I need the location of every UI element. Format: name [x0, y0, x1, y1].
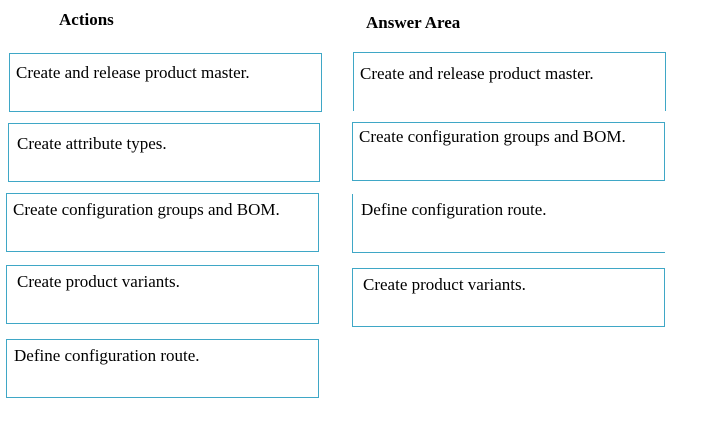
- answer-slot-1[interactable]: Create and release product master.: [353, 52, 666, 111]
- answer-slot-3[interactable]: Define configuration route.: [352, 194, 665, 253]
- action-item-create-release-product-master[interactable]: Create and release product master.: [9, 53, 322, 112]
- answer-slot-4[interactable]: Create product variants.: [352, 268, 665, 327]
- action-item-create-configuration-groups-bom[interactable]: Create configuration groups and BOM.: [6, 193, 319, 252]
- action-item-label: Define configuration route.: [14, 346, 200, 365]
- answer-slot-2[interactable]: Create configuration groups and BOM.: [352, 122, 665, 181]
- answer-item-label: Create product variants.: [363, 275, 526, 294]
- action-item-label: Create and release product master.: [16, 63, 250, 82]
- action-item-create-attribute-types[interactable]: Create attribute types.: [8, 123, 320, 182]
- action-item-create-product-variants[interactable]: Create product variants.: [6, 265, 319, 324]
- answer-item-label: Define configuration route.: [361, 200, 547, 219]
- action-item-label: Create product variants.: [17, 272, 180, 291]
- actions-heading: Actions: [59, 10, 114, 29]
- answer-item-label: Create configuration groups and BOM.: [359, 127, 626, 146]
- action-item-label: Create attribute types.: [17, 134, 167, 153]
- answer-area-heading: Answer Area: [366, 13, 461, 32]
- answer-item-label: Create and release product master.: [360, 64, 594, 83]
- action-item-define-configuration-route[interactable]: Define configuration route.: [6, 339, 319, 398]
- action-item-label: Create configuration groups and BOM.: [13, 200, 280, 219]
